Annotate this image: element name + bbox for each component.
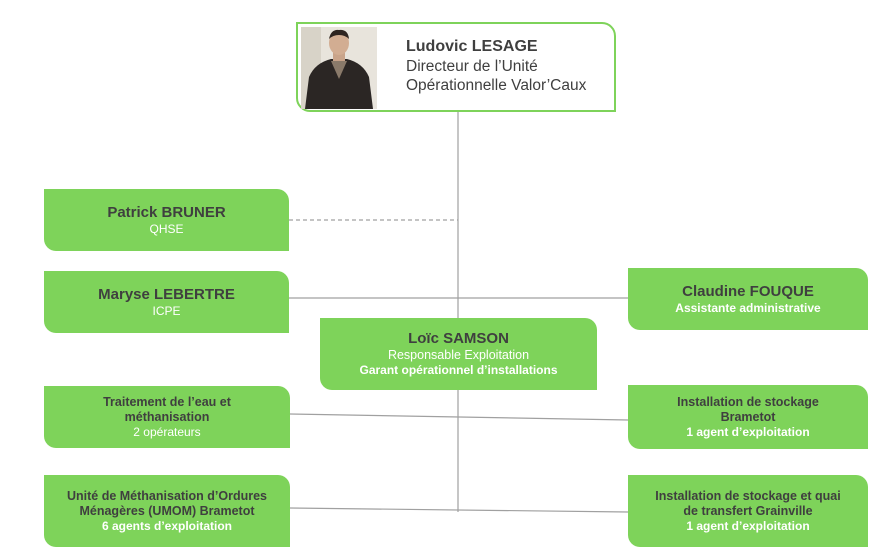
node-detail: 2 opérateurs [133, 425, 201, 439]
node-name: Patrick BRUNER [107, 203, 226, 221]
node-detail: 1 agent d’exploitation [686, 519, 810, 533]
director-name: Ludovic LESAGE [406, 38, 538, 55]
director-title-line2: Opérationnelle Valor’Caux [406, 77, 587, 94]
node-name: Maryse LEBERTRE [98, 285, 235, 303]
node-role: QHSE [149, 221, 184, 236]
connector-traitement-brametot [289, 413, 629, 421]
director-photo [301, 27, 377, 109]
node-traitement-eau: Traitement de l’eau et méthanisation 2 o… [44, 386, 290, 448]
node-line2: Brametot [720, 410, 776, 424]
node-role-2: Garant opérationnel d’installations [359, 363, 558, 377]
node-role-1: Responsable Exploitation [387, 348, 530, 362]
node-line2: Ménagères (UMOM) Brametot [79, 504, 255, 518]
node-name: Claudine FOUQUE [682, 282, 814, 300]
node-loic-samson: Loïc SAMSON Responsable Exploitation Gar… [320, 318, 597, 390]
node-claudine-fouque: Claudine FOUQUE Assistante administrativ… [628, 268, 868, 330]
node-line2: de transfert Grainville [683, 504, 813, 518]
node-line1: Installation de stockage [677, 395, 819, 409]
director-card: Ludovic LESAGE Directeur de l’Unité Opér… [296, 22, 616, 112]
node-umom-brametot: Unité de Méthanisation d’Ordures Ménagèr… [44, 475, 290, 547]
node-detail: 6 agents d’exploitation [101, 519, 233, 533]
node-line1: Unité de Méthanisation d’Ordures [66, 489, 268, 503]
node-detail: 1 agent d’exploitation [686, 425, 810, 439]
node-line1: Traitement de l’eau et [103, 395, 231, 409]
node-role: Assistante administrative [675, 300, 821, 315]
node-stockage-grainville: Installation de stockage et quai de tran… [628, 475, 868, 547]
node-line2: méthanisation [124, 410, 210, 424]
node-name: Loïc SAMSON [408, 330, 509, 347]
director-title-line1: Directeur de l’Unité [406, 58, 538, 75]
connector-umom-grainville [289, 507, 629, 513]
node-stockage-brametot: Installation de stockage Brametot 1 agen… [628, 385, 868, 449]
node-role: ICPE [152, 303, 181, 318]
node-patrick-bruner: Patrick BRUNER QHSE [44, 189, 289, 251]
node-maryse-lebertre: Maryse LEBERTRE ICPE [44, 271, 289, 333]
node-line1: Installation de stockage et quai [655, 489, 841, 503]
